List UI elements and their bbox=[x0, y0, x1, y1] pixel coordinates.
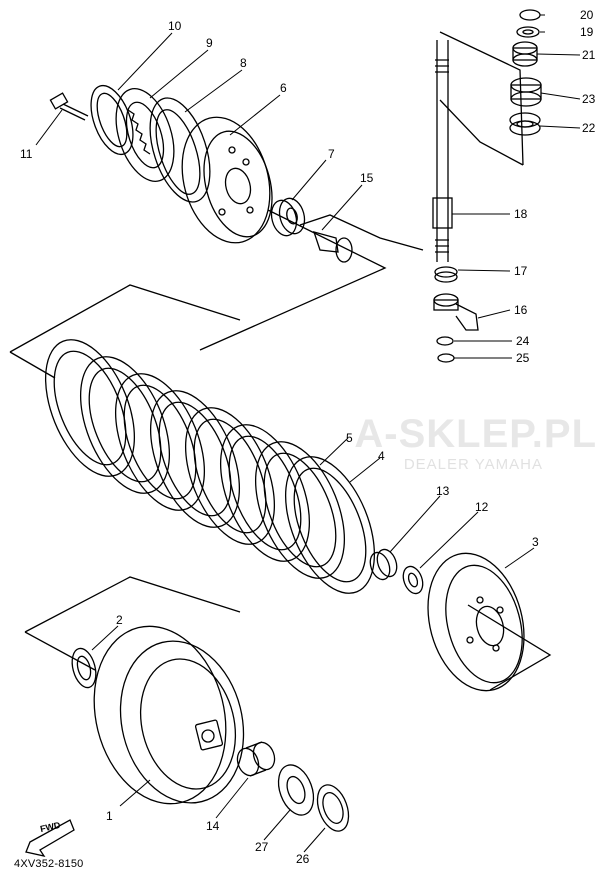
callout-18: 18 bbox=[514, 207, 528, 221]
callout-12: 12 bbox=[475, 500, 489, 514]
spring-part-17 bbox=[434, 266, 458, 283]
callout-16: 16 bbox=[514, 303, 528, 317]
needle-bearing-part-14 bbox=[236, 741, 276, 777]
callout-20: 20 bbox=[580, 8, 594, 22]
callout-8: 8 bbox=[240, 56, 247, 70]
watermark-text: A-SKLEP.PL bbox=[354, 412, 597, 456]
bearing-part-21 bbox=[512, 41, 538, 67]
callout-21: 21 bbox=[582, 48, 596, 62]
push-lever-part-16 bbox=[433, 293, 479, 331]
callout-11: 11 bbox=[20, 147, 33, 161]
thrust-washer-part-2 bbox=[71, 647, 97, 689]
callout-25: 25 bbox=[516, 351, 530, 365]
callout-2: 2 bbox=[116, 613, 123, 627]
clutch-housing-part-1 bbox=[93, 625, 245, 805]
callout-9: 9 bbox=[206, 36, 213, 50]
callout-17: 17 bbox=[514, 264, 528, 278]
callout-19: 19 bbox=[580, 25, 594, 39]
bolt-part-11 bbox=[49, 92, 89, 121]
clutch-boss-part-3 bbox=[427, 552, 525, 692]
circlip-part-20 bbox=[519, 9, 541, 21]
callout-7: 7 bbox=[328, 147, 335, 161]
callout-26: 26 bbox=[296, 852, 310, 866]
callout-23: 23 bbox=[582, 92, 596, 106]
callout-1: 1 bbox=[106, 809, 113, 823]
callout-24: 24 bbox=[516, 334, 530, 348]
pressure-plate-part-6 bbox=[181, 116, 273, 244]
bearing-part-27 bbox=[277, 764, 315, 816]
bearing-part-13 bbox=[369, 548, 398, 581]
watermark-subtext: DEALER YAMAHA bbox=[403, 456, 543, 473]
diaphragm-spring-part-9 bbox=[115, 87, 175, 183]
callout-13: 13 bbox=[436, 484, 450, 498]
push-rod-shaft-part-18 bbox=[432, 40, 453, 262]
oil-seal-part-22 bbox=[509, 112, 541, 136]
bearing-part-23 bbox=[510, 77, 542, 107]
callout-6: 6 bbox=[280, 81, 287, 95]
lock-washer-part-12 bbox=[402, 565, 424, 595]
callout-5: 5 bbox=[346, 431, 353, 445]
diagram-code: 4XV352-8150 bbox=[14, 858, 84, 870]
plate-stack-parts-4-5 bbox=[44, 339, 376, 594]
callout-15: 15 bbox=[360, 171, 374, 185]
callout-14: 14 bbox=[206, 819, 220, 833]
push-rod-part-15 bbox=[312, 231, 353, 263]
fwd-arrow-icon bbox=[25, 819, 75, 857]
callout-22: 22 bbox=[582, 121, 596, 135]
callout-labels: 10 9 8 6 7 15 11 20 19 21 23 22 18 17 16… bbox=[20, 8, 596, 866]
callout-4: 4 bbox=[378, 449, 385, 463]
spacer-part-26 bbox=[316, 784, 350, 832]
callout-3: 3 bbox=[532, 535, 539, 549]
washer-part-25 bbox=[437, 353, 455, 363]
callout-27: 27 bbox=[255, 840, 269, 854]
seat-plate-part-8 bbox=[149, 97, 211, 203]
o-ring-part-24 bbox=[436, 336, 454, 346]
bearing-part-7 bbox=[270, 197, 306, 237]
callout-10: 10 bbox=[168, 19, 182, 33]
washer-part-19 bbox=[516, 26, 540, 38]
